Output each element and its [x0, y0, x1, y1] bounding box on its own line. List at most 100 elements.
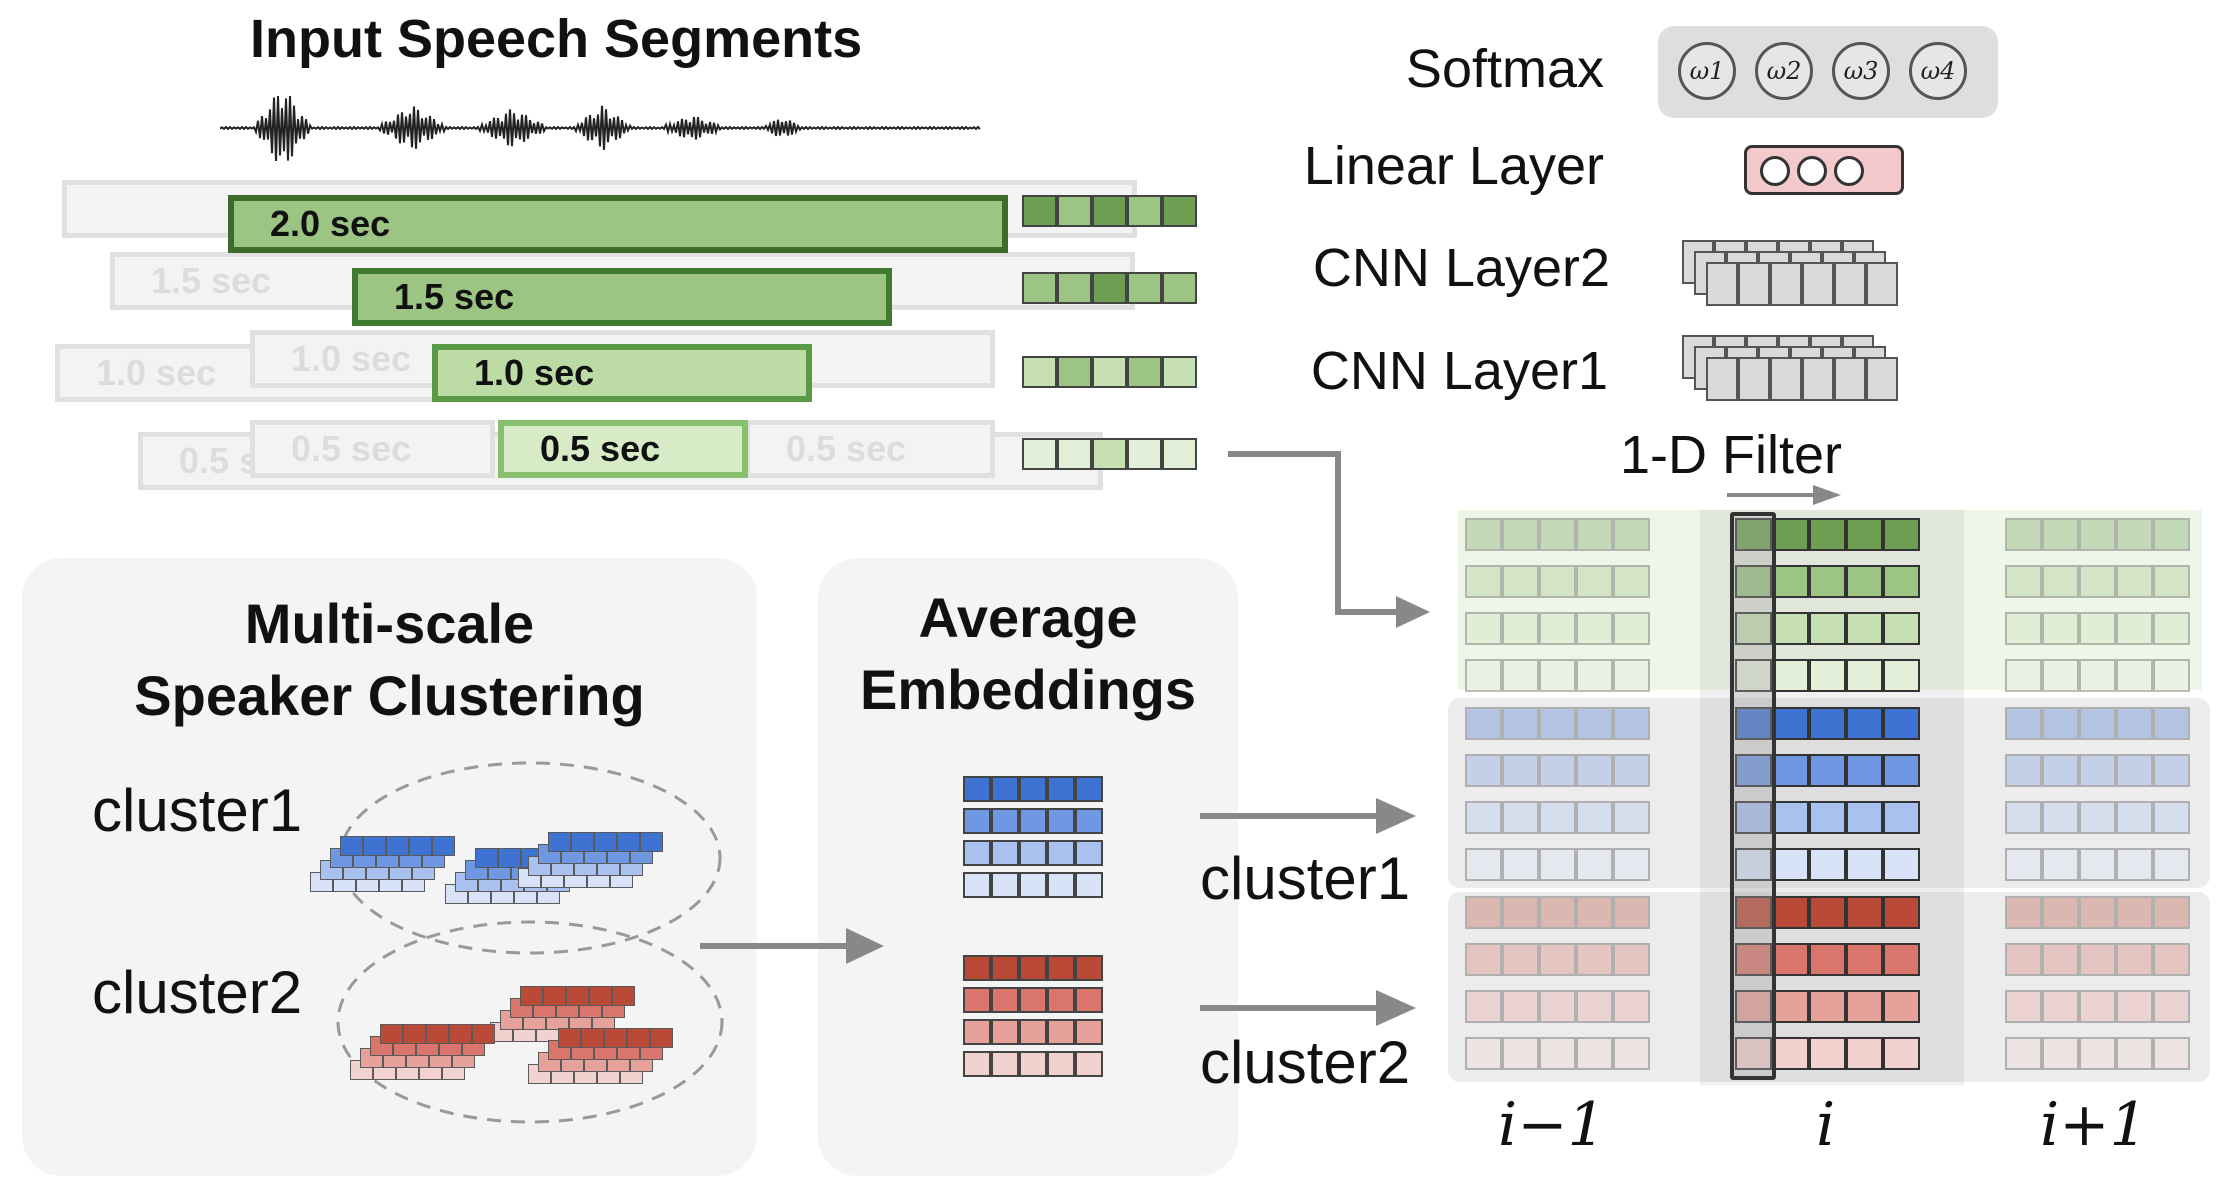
embedding-cell	[1613, 659, 1650, 692]
embedding-cell	[1866, 262, 1898, 306]
cluster-brick-row	[548, 832, 663, 852]
matrix-row-prev	[1465, 801, 1650, 834]
embedding-cell	[1047, 808, 1075, 834]
average-title: Average Embeddings	[818, 582, 1238, 726]
embedding-cell	[1075, 808, 1103, 834]
embedding-cell	[2153, 518, 2190, 551]
matrix-row-current	[1735, 565, 1920, 598]
embedding-cell	[1809, 896, 1846, 929]
embedding-cell	[2005, 1037, 2042, 1070]
embedding-cell	[1162, 272, 1197, 304]
embedding-cell	[1057, 195, 1092, 227]
embedding-cell	[2116, 1037, 2153, 1070]
embedding-cell	[340, 836, 363, 856]
embedding-cell	[1127, 195, 1162, 227]
waveform	[220, 95, 981, 161]
embedding-cell	[1706, 262, 1738, 306]
matrix-row-prev	[1465, 612, 1650, 645]
arrow-to-matrix	[1228, 451, 1400, 615]
embedding-cell	[1019, 872, 1047, 898]
embedding-cell	[1022, 272, 1057, 304]
clustering-title: Multi-scale Speaker Clustering	[22, 588, 757, 732]
embedding-cell	[963, 776, 991, 802]
embedding-cell	[1047, 955, 1075, 981]
embedding-cell	[1047, 1051, 1075, 1077]
embedding-cell	[1735, 754, 1772, 787]
embedding-cell	[2005, 801, 2042, 834]
embedding-cell	[2116, 801, 2153, 834]
embedding-cell	[1772, 565, 1809, 598]
segment-2-0: 2.0 sec	[228, 195, 1008, 253]
faint-segment-label: 0.5 sec	[786, 428, 907, 469]
embedding-cell	[1735, 801, 1772, 834]
embedding-cell	[1092, 438, 1127, 470]
matrix-row-current	[1735, 754, 1920, 787]
matrix-row-current	[1735, 1037, 1920, 1070]
embedding-cell	[2005, 943, 2042, 976]
matrix-row-prev	[1465, 896, 1650, 929]
matrix-row-next	[2005, 754, 2190, 787]
embedding-cell	[2153, 990, 2190, 1023]
embedding-cell	[1075, 1019, 1103, 1045]
matrix-row-prev	[1465, 1037, 1650, 1070]
axis-label-current: i	[1816, 1090, 1836, 1160]
clustering-title-line: Multi-scale	[244, 592, 535, 655]
embedding-cell	[2005, 518, 2042, 551]
embedding-cell	[1539, 518, 1576, 551]
segment-label: 2.0 sec	[270, 203, 391, 244]
cnn-layer-2-stack	[1706, 262, 1898, 306]
embedding-cell	[991, 1019, 1019, 1045]
faint-segment-label: 1.0 sec	[96, 352, 217, 393]
matrix-row-next	[2005, 518, 2190, 551]
softmax-node: ω2	[1755, 42, 1813, 100]
embedding-cell	[2005, 754, 2042, 787]
embedding-cell	[1539, 896, 1576, 929]
embedding-cell	[1022, 356, 1057, 388]
linear-layer-box	[1744, 145, 1904, 195]
neuron-node	[1797, 156, 1827, 186]
embedding-cell	[1735, 896, 1772, 929]
embedding-cell	[1613, 1037, 1650, 1070]
embedding-cell	[2116, 943, 2153, 976]
matrix-row-current	[1735, 896, 1920, 929]
average-embedding-row	[963, 808, 1103, 834]
embedding-cell	[475, 848, 498, 868]
embedding-cell	[498, 848, 521, 868]
embedding-cell	[2153, 565, 2190, 598]
embedding-cell	[1772, 801, 1809, 834]
embedding-cell	[2005, 848, 2042, 881]
embedding-cell	[1883, 659, 1920, 692]
embedding-cell	[963, 987, 991, 1013]
embedding-cell	[1075, 1051, 1103, 1077]
embedding-cell	[991, 987, 1019, 1013]
embedding-cell	[1809, 612, 1846, 645]
embedding-cell	[2042, 943, 2079, 976]
embedding-cell	[1846, 565, 1883, 598]
matrix-row-current	[1735, 990, 1920, 1023]
embedding-cell	[1576, 707, 1613, 740]
embedding-cell	[1539, 990, 1576, 1023]
embedding-cell	[1576, 943, 1613, 976]
embedding-cell	[1502, 612, 1539, 645]
embedding-cell	[1846, 990, 1883, 1023]
embedding-cell	[991, 776, 1019, 802]
embedding-cell	[1019, 840, 1047, 866]
embedding-cell	[963, 1051, 991, 1077]
average-embedding-row	[963, 840, 1103, 866]
axis-label-next: i+1	[2040, 1090, 2148, 1160]
embedding-cell	[2153, 612, 2190, 645]
embedding-cell	[409, 836, 432, 856]
embedding-cell	[2042, 754, 2079, 787]
embedding-cell	[1502, 754, 1539, 787]
embedding-cell	[1846, 707, 1883, 740]
embedding-cell	[1576, 518, 1613, 551]
embedding-cell	[1502, 1037, 1539, 1070]
faint-segment-label: 1.5 sec	[151, 260, 272, 301]
embedding-cell	[1772, 848, 1809, 881]
right-cluster1-label: cluster1	[1200, 845, 1411, 912]
embedding-cell	[2079, 754, 2116, 787]
embedding-cell	[1883, 518, 1920, 551]
embedding-cell	[1576, 848, 1613, 881]
matrix-row-prev	[1465, 848, 1650, 881]
segment-label: 0.5 sec	[540, 428, 661, 469]
